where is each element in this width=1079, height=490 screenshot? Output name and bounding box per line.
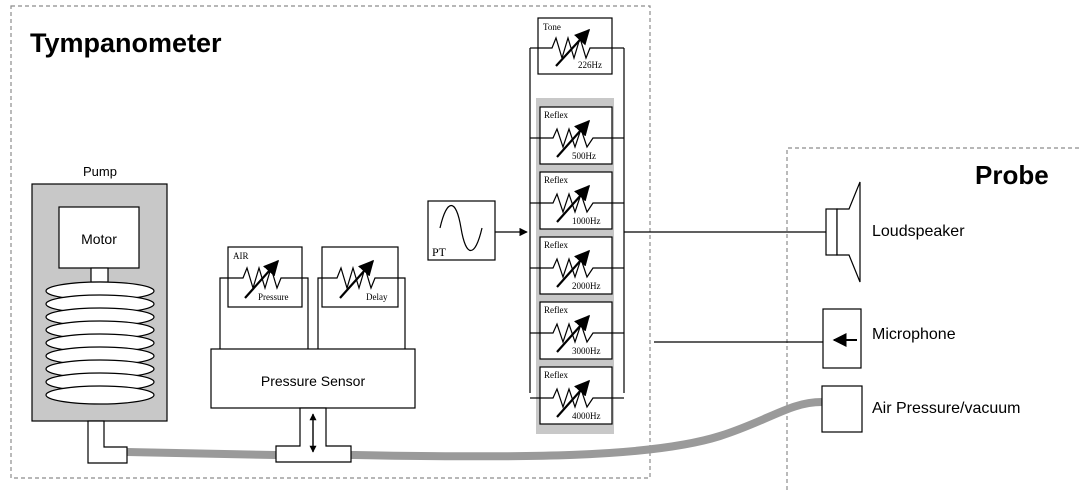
microphone-box xyxy=(822,308,862,369)
reflex-control-bottom: 3000Hz xyxy=(572,346,601,356)
tone-resistor xyxy=(538,35,612,61)
probe-boundary xyxy=(786,147,1079,490)
air-pressure-label: Air Pressure/vacuum xyxy=(872,400,1021,417)
reflex-resistor xyxy=(540,192,612,214)
delay-loop-right xyxy=(398,277,406,349)
tone-control-top: Tone xyxy=(543,22,561,32)
reflex-box xyxy=(539,301,613,360)
pressure-sensor-label: Pressure Sensor xyxy=(261,373,366,389)
reflex-control-bottom: 500Hz xyxy=(572,151,596,161)
air-loop-left xyxy=(219,277,228,349)
reflex-variable-arrow xyxy=(556,314,591,353)
air-tube xyxy=(124,398,823,461)
reflex-control: Reflex 500Hz xyxy=(530,106,624,165)
sine-wave xyxy=(439,205,483,251)
delay-resistor xyxy=(322,265,398,291)
reflex-control-top: Reflex xyxy=(544,175,568,185)
reflex-control-top: Reflex xyxy=(544,370,568,380)
reflex-control-top: Reflex xyxy=(544,240,568,250)
delay-loop-left xyxy=(317,277,322,349)
tone-variable-arrow xyxy=(555,28,591,67)
reflex-control: Reflex 3000Hz xyxy=(530,301,624,360)
delay-control-bottom: Delay xyxy=(366,292,388,302)
reflex-control-bottom: 4000Hz xyxy=(572,411,601,421)
air-pressure-control xyxy=(227,246,303,308)
air-control-top: AIR xyxy=(233,251,249,261)
pt-label: PT xyxy=(432,245,447,259)
reflex-control-bottom: 2000Hz xyxy=(572,281,601,291)
motor-box xyxy=(58,206,140,269)
delay-control xyxy=(321,246,399,308)
reflex-variable-arrow xyxy=(556,379,591,418)
reflex-variable-arrow xyxy=(556,119,591,158)
reflex-control: Reflex 4000Hz xyxy=(530,366,624,425)
microphone-label: Microphone xyxy=(872,326,956,343)
reflex-variable-arrow xyxy=(556,184,591,223)
pt-oscillator xyxy=(427,200,496,261)
reflex-control: Reflex 2000Hz xyxy=(530,236,624,295)
reflex-resistor xyxy=(540,387,612,409)
motor-shaft xyxy=(90,267,109,283)
reflex-bank: Reflex500HzReflex1000HzReflex2000HzRefle… xyxy=(530,106,624,425)
motor-label: Motor xyxy=(81,231,117,247)
tone-control-bottom: 226Hz xyxy=(578,60,602,70)
reflex-variable-arrow xyxy=(556,249,591,288)
air-control-bottom: Pressure xyxy=(258,292,289,302)
loudspeaker-magnet xyxy=(825,208,838,256)
pump-label: Pump xyxy=(83,164,117,179)
loudspeaker-label: Loudspeaker xyxy=(872,223,965,240)
air-pressure-port xyxy=(821,385,863,433)
reflex-control: Reflex 1000Hz xyxy=(530,171,624,230)
tympanometer-boundary xyxy=(10,5,651,479)
probe-title: Probe xyxy=(975,160,1049,190)
reflex-control-top: Reflex xyxy=(544,305,568,315)
delay-variable-arrow xyxy=(339,259,375,299)
reflex-resistor xyxy=(540,257,612,279)
reflex-resistor xyxy=(540,322,612,344)
tympanometer-title: Tympanometer xyxy=(30,28,222,58)
air-variable-arrow xyxy=(244,259,280,299)
pump-outlet xyxy=(87,420,128,464)
loudspeaker-cone xyxy=(836,181,861,283)
pump-coil xyxy=(45,281,155,405)
reflex-resistor xyxy=(540,127,612,149)
reflex-control-top: Reflex xyxy=(544,110,568,120)
reflex-control-bottom: 1000Hz xyxy=(572,216,601,226)
air-loop-right xyxy=(302,277,309,349)
